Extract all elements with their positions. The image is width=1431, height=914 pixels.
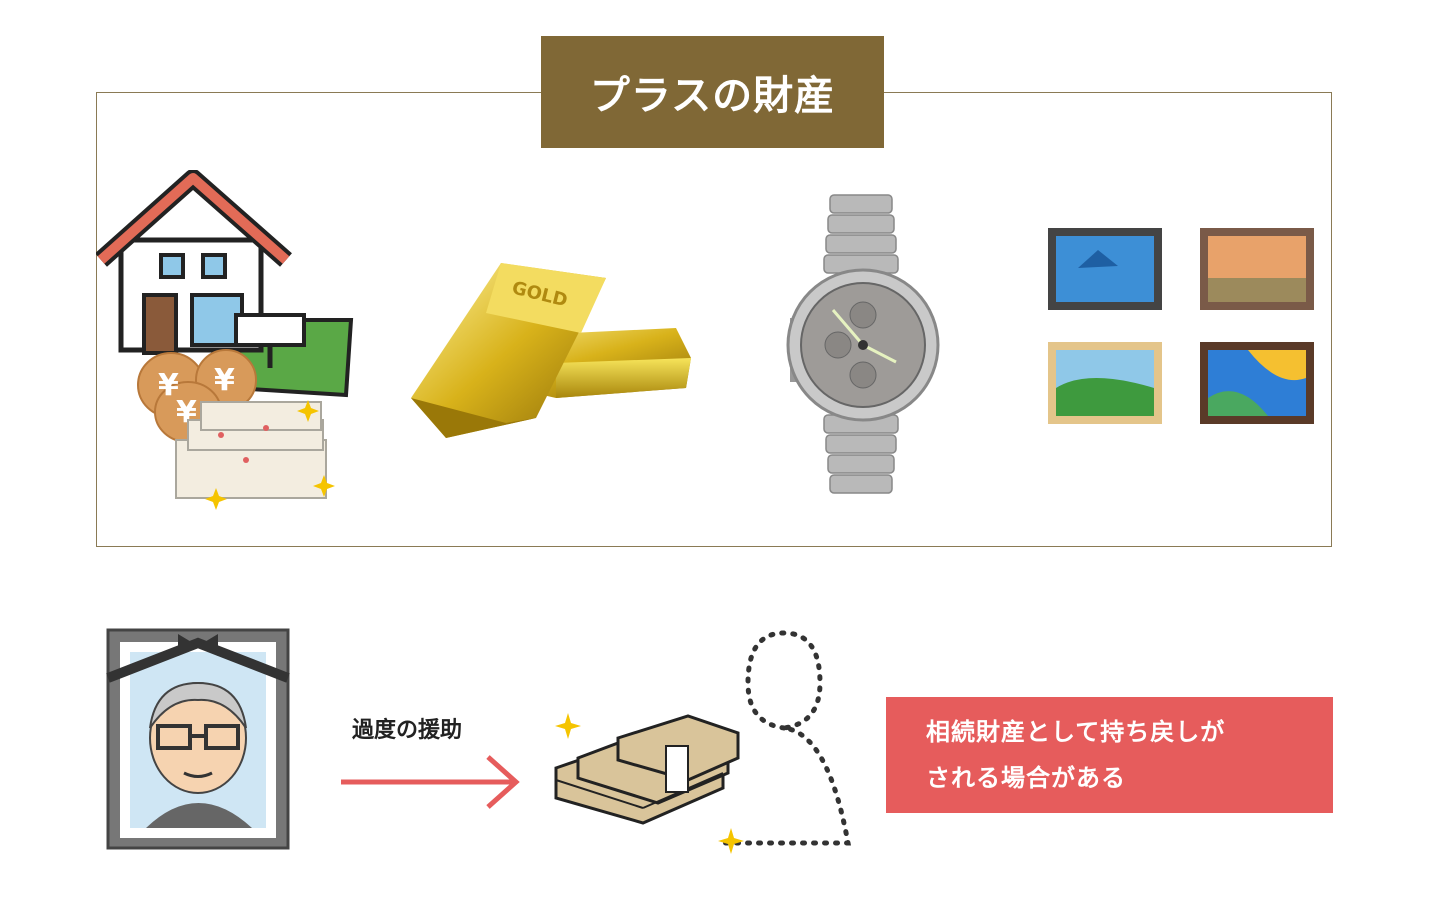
svg-text:¥: ¥ bbox=[158, 368, 179, 403]
money-stack-with-person-silhouette-icon bbox=[554, 630, 851, 854]
house-with-money-icon: ¥ ¥ ¥ bbox=[96, 170, 354, 510]
section-title: プラスの財産 bbox=[541, 36, 884, 148]
right-arrow-icon bbox=[341, 755, 520, 809]
callout-line-2: される場合がある bbox=[926, 764, 1126, 792]
gold-bars-icon: GOLD bbox=[411, 263, 691, 438]
wristwatch-icon bbox=[786, 194, 940, 494]
warning-callout: 相続財産として持ち戻しが される場合がある bbox=[886, 697, 1333, 813]
callout-line-1: 相続財産として持ち戻しが bbox=[926, 718, 1226, 746]
arrow-label: 過度の援助 bbox=[352, 718, 463, 743]
svg-text:¥: ¥ bbox=[214, 363, 235, 398]
memorial-portrait-icon bbox=[106, 628, 290, 850]
paintings-icon bbox=[1048, 228, 1314, 424]
